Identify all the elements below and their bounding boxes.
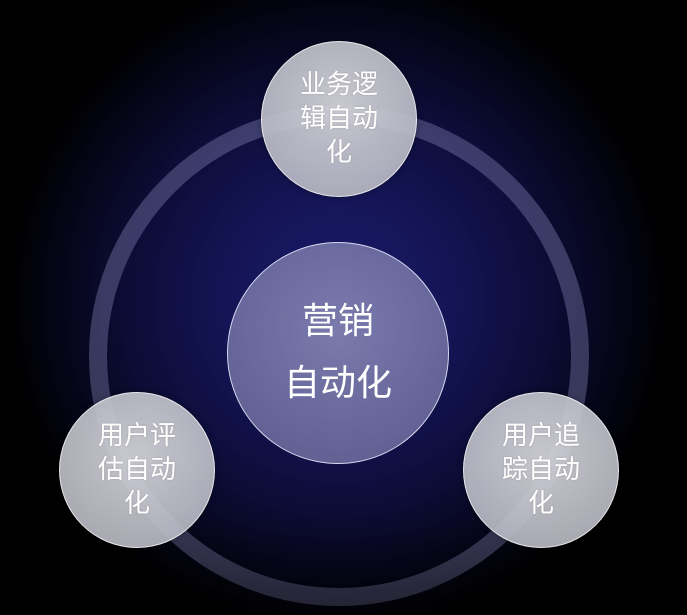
node-label: 业务逻辑自动化 <box>299 70 378 168</box>
center-node-line1: 营销 <box>301 301 374 342</box>
node-label: 用户评估自动化 <box>97 421 176 519</box>
node-user-tracking-automation: 用户追踪自动化 <box>463 392 619 548</box>
node-user-evaluation-automation: 用户评估自动化 <box>59 392 215 548</box>
center-node-marketing-automation: 营销 自动化 <box>227 242 449 464</box>
center-node-line2: 自动化 <box>283 363 392 404</box>
node-label: 用户追踪自动化 <box>501 421 580 519</box>
node-business-logic-automation: 业务逻辑自动化 <box>261 41 417 197</box>
